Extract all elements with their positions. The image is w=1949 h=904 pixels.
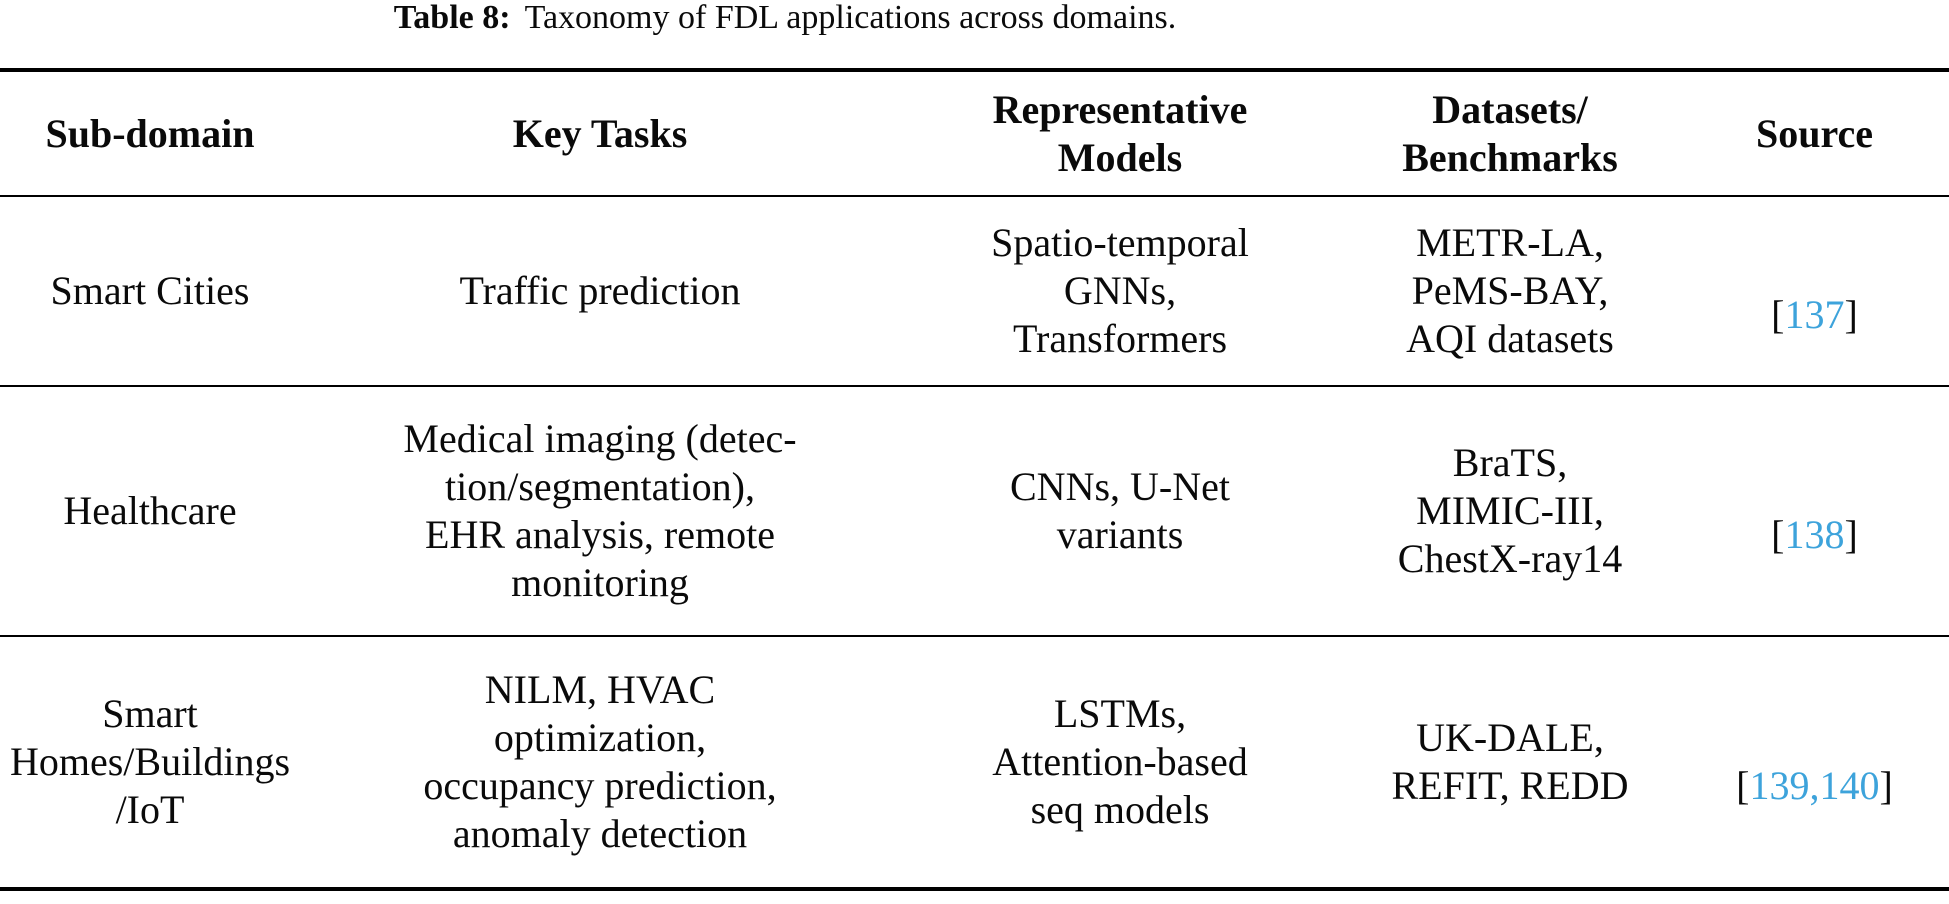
citation: [138]: [1771, 512, 1858, 557]
cell-datasets-benchmarks: METR-LA, PeMS-BAY, AQI datasets: [1406, 220, 1614, 361]
citation-close-bracket: ]: [1879, 763, 1893, 808]
cell-source: [139,140]: [1680, 636, 1949, 889]
column-header-source: Source: [1755, 110, 1874, 156]
cell-sub-domain: Smart Homes/Buildings /IoT: [9, 691, 291, 832]
citation-close-bracket: ]: [1844, 292, 1858, 337]
column-header-sub-domain: Sub-domain: [45, 110, 255, 156]
cell-datasets-benchmarks: BraTS, MIMIC-III, ChestX-ray14: [1397, 440, 1623, 581]
cell-source: [137]: [1680, 196, 1949, 386]
table-row-smart-cities: Smart Cities Traffic prediction Spatio-t…: [0, 196, 1949, 386]
cell-source: [138]: [1680, 386, 1949, 636]
table-header-row: Sub-domain Key Tasks Representative Mode…: [0, 70, 1949, 196]
citation-link[interactable]: 137: [1784, 292, 1845, 337]
cell-representative-models: LSTMs, Attention-based seq models: [992, 691, 1248, 832]
citation-open-bracket: [: [1736, 763, 1750, 808]
column-header-datasets-benchmarks: Datasets/ Benchmarks: [1402, 86, 1618, 180]
citation-link[interactable]: 138: [1784, 512, 1845, 557]
citation: [139,140]: [1736, 763, 1893, 808]
table-caption-label: Table 8:: [393, 0, 511, 36]
cell-sub-domain: Smart Cities: [50, 268, 250, 313]
cell-key-tasks: Traffic prediction: [459, 268, 741, 313]
table-row-smart-homes-buildings-iot: Smart Homes/Buildings /IoT NILM, HVAC op…: [0, 636, 1949, 889]
citation-open-bracket: [: [1771, 512, 1785, 557]
citation-open-bracket: [: [1771, 292, 1785, 337]
citation: [137]: [1771, 292, 1858, 337]
column-header-key-tasks: Key Tasks: [512, 110, 688, 156]
cell-key-tasks: Medical imaging (detec- tion/segmentatio…: [403, 416, 797, 605]
cell-representative-models: Spatio-temporal GNNs, Transformers: [991, 220, 1249, 361]
cell-key-tasks: NILM, HVAC optimization, occupancy predi…: [423, 667, 777, 856]
column-header-representative-models: Representative Models: [992, 86, 1248, 180]
cell-sub-domain: Healthcare: [63, 488, 237, 533]
citation-close-bracket: ]: [1844, 512, 1858, 557]
table-caption: Table 8: Taxonomy of FDL applications acr…: [0, 0, 1570, 38]
cell-datasets-benchmarks: UK-DALE, REFIT, REDD: [1391, 715, 1629, 808]
table-caption-text: Taxonomy of FDL applications across doma…: [524, 0, 1177, 36]
taxonomy-table: Sub-domain Key Tasks Representative Mode…: [0, 68, 1949, 891]
cell-representative-models: CNNs, U-Net variants: [1010, 464, 1230, 557]
citation-link[interactable]: 139,140: [1749, 763, 1880, 808]
table-row-healthcare: Healthcare Medical imaging (detec- tion/…: [0, 386, 1949, 636]
